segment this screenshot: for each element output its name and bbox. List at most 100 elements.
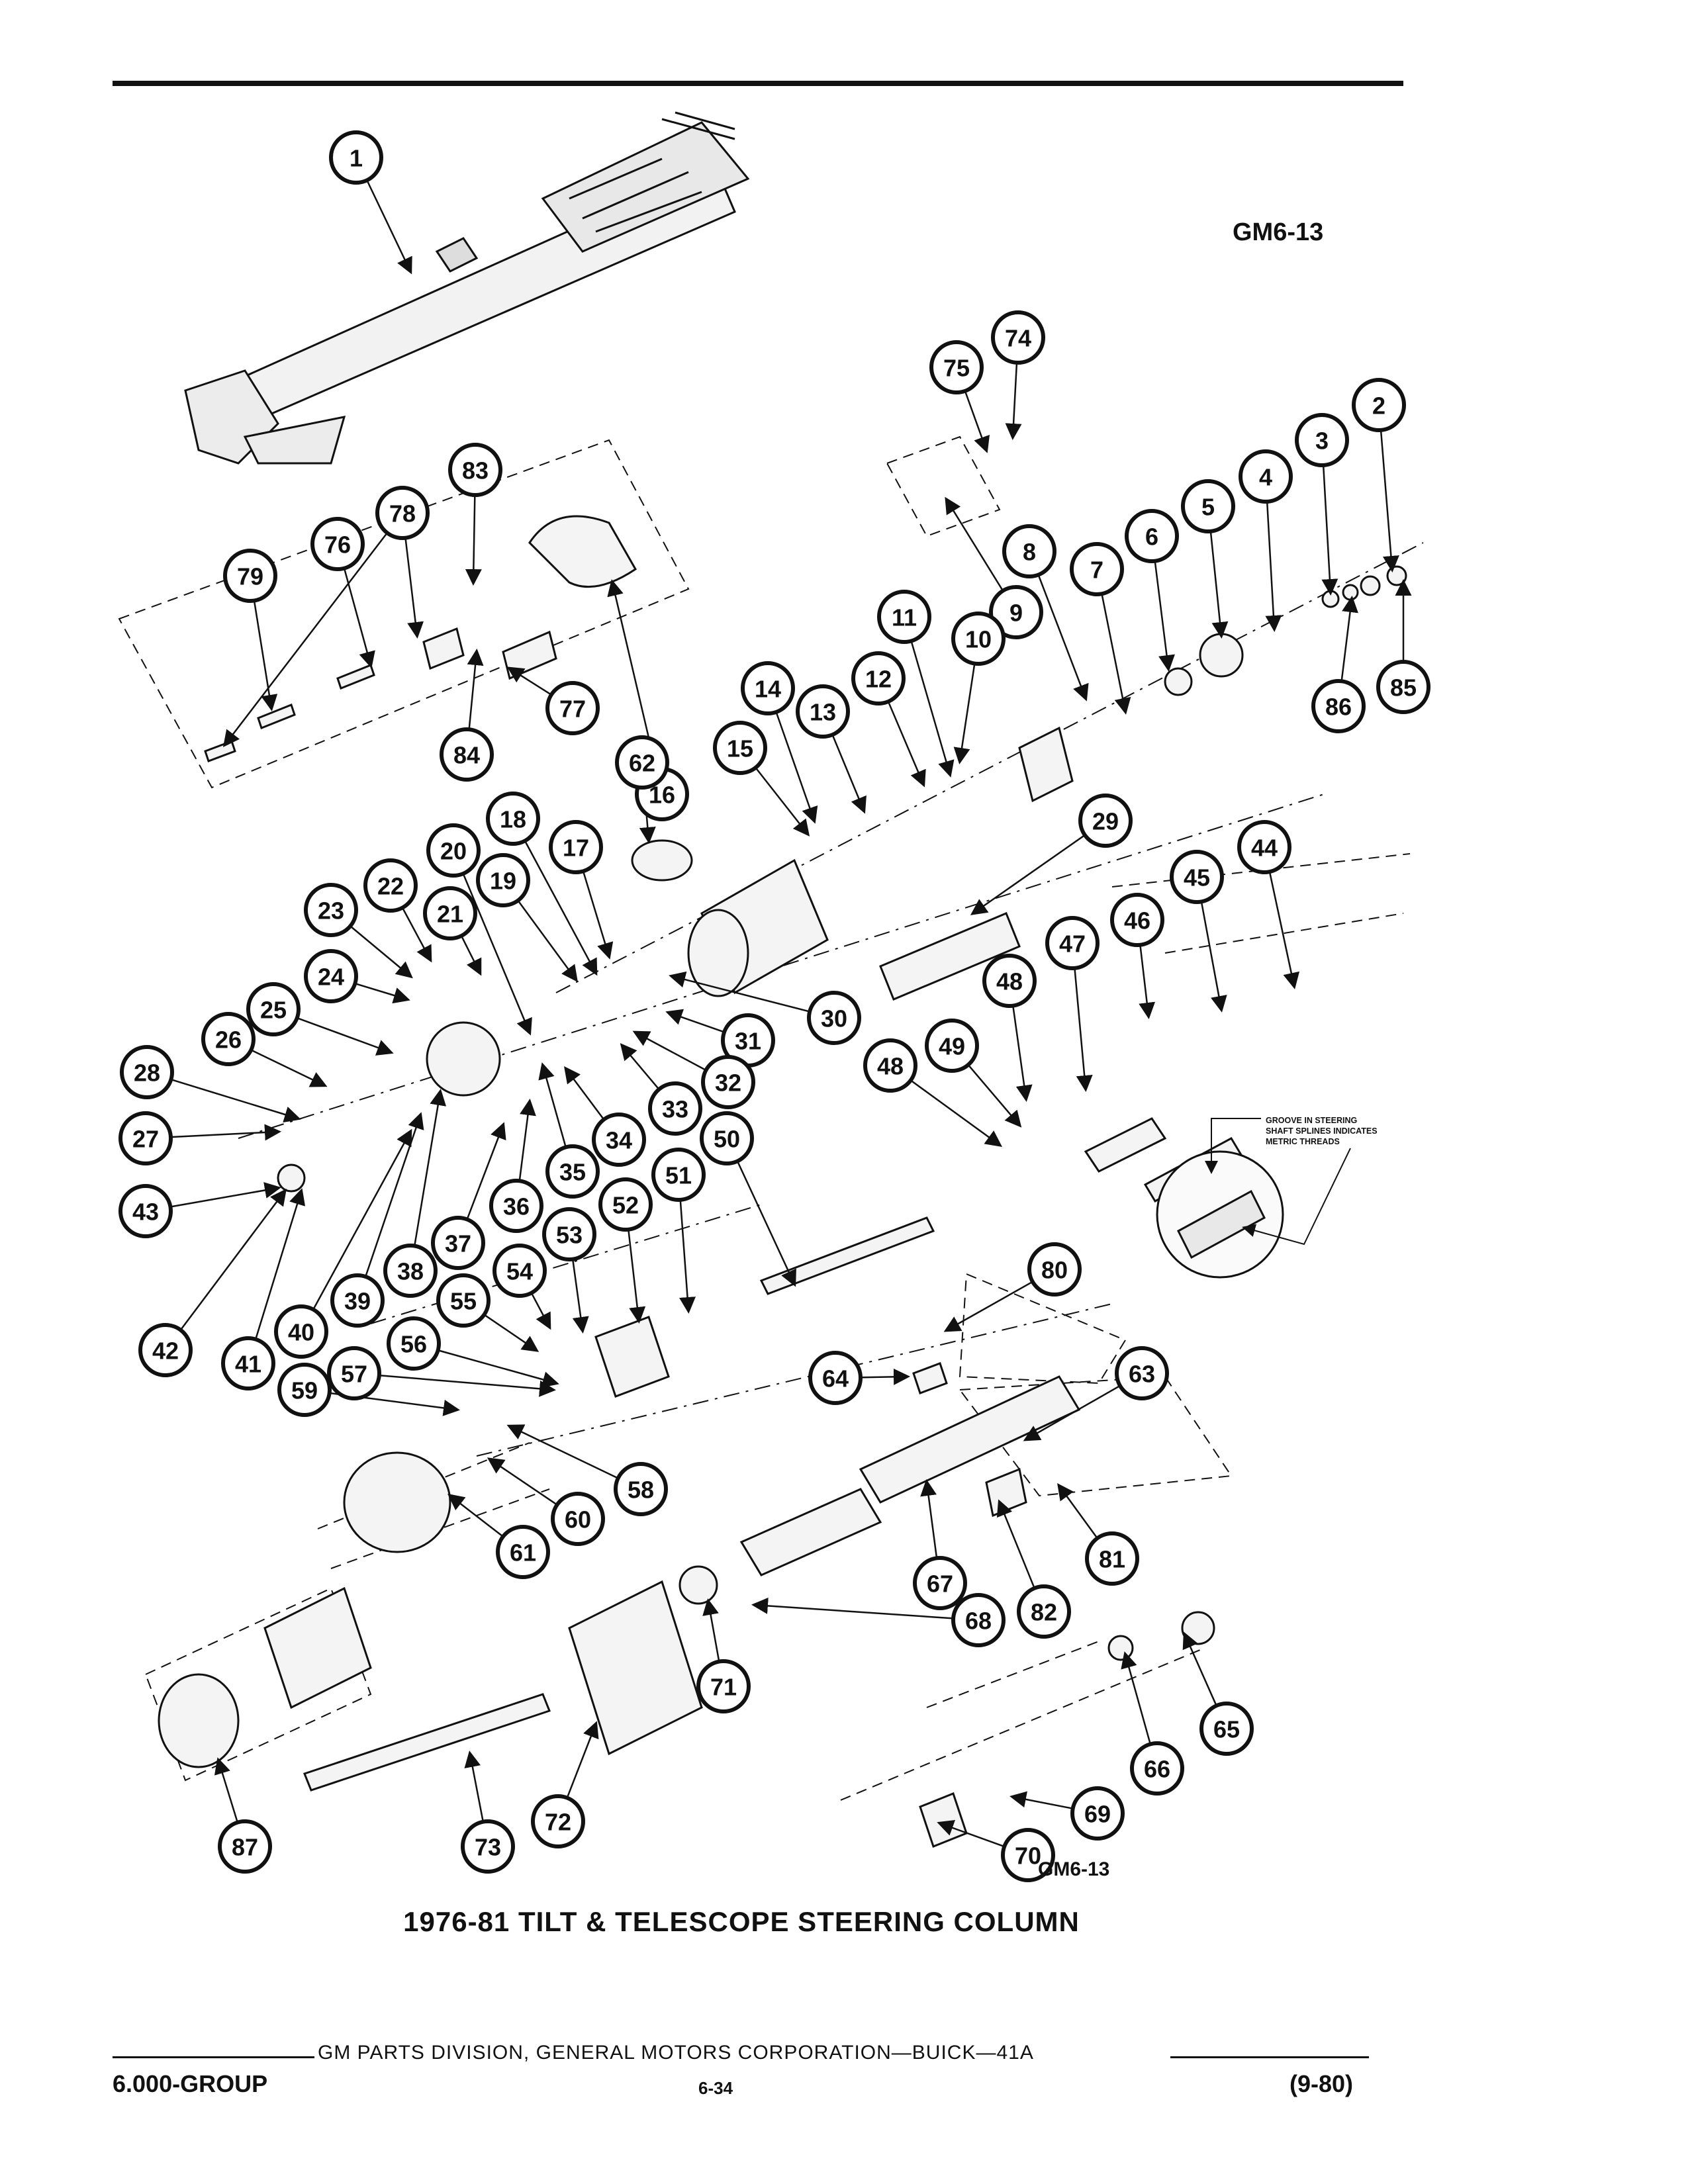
- callout-balloon: 52: [598, 1177, 653, 1232]
- leader-line: [463, 874, 532, 1036]
- leader-line: [1012, 1007, 1033, 1102]
- callout-balloon: 85: [1376, 660, 1430, 714]
- callout-circle: [492, 1244, 547, 1298]
- callout-number: 9: [1009, 600, 1023, 627]
- callout-number: 7: [1090, 557, 1103, 584]
- callout-circle: [615, 735, 669, 790]
- leader-line: [1057, 1482, 1098, 1538]
- callout-balloon: 54: [492, 1244, 547, 1298]
- leader-line: [911, 1080, 1003, 1147]
- leader-line: [506, 1424, 618, 1479]
- callout-circle: [598, 1177, 653, 1232]
- callout-balloon: 18: [486, 792, 540, 846]
- note-line-2: SHAFT SPLINES INDICATES: [1266, 1126, 1378, 1136]
- callout-balloon: 15: [713, 721, 767, 775]
- callout-number: 82: [1031, 1599, 1057, 1626]
- leader-line: [344, 569, 375, 668]
- callout-number: 11: [892, 604, 917, 631]
- leader-line: [313, 1128, 412, 1309]
- leader-line: [943, 1281, 1032, 1332]
- top-rule: [113, 81, 1403, 86]
- leader-line: [1023, 1385, 1119, 1441]
- callout-balloon: 14: [741, 661, 795, 715]
- callout-balloon: 4: [1239, 449, 1293, 504]
- callout-balloon: 20: [426, 823, 481, 878]
- callout-balloon: 39: [330, 1273, 385, 1328]
- leader-line: [402, 908, 432, 963]
- callout-number: 4: [1259, 464, 1272, 491]
- leader-line: [1009, 1791, 1072, 1809]
- leader-line: [538, 1062, 567, 1146]
- callout-number: 71: [710, 1674, 737, 1701]
- callout-number: 52: [612, 1192, 639, 1219]
- callout-number: 86: [1325, 694, 1352, 721]
- callout-number: 45: [1184, 864, 1210, 891]
- callout-circle: [330, 1273, 385, 1328]
- callout-circle: [246, 982, 301, 1036]
- callout-number: 22: [377, 873, 404, 900]
- callout-number: 77: [559, 696, 586, 723]
- leader-line: [487, 1457, 557, 1505]
- callout-number: 26: [215, 1026, 242, 1054]
- callout-number: 65: [1213, 1716, 1240, 1743]
- callout-circle: [614, 1462, 668, 1516]
- callout-circle: [808, 1351, 863, 1405]
- leader-line: [298, 1017, 394, 1056]
- footer-corporation: GM PARTS DIVISION, GENERAL MOTORS CORPOR…: [318, 2042, 1034, 2064]
- metric-thread-detail: GROOVE IN STEERING SHAFT SPLINES INDICAT…: [1156, 1116, 1378, 1279]
- callout-balloon: 57: [327, 1346, 381, 1400]
- leader-line: [350, 926, 413, 979]
- callout-number: 19: [490, 868, 516, 895]
- callout-number: 14: [755, 676, 781, 703]
- leader-line: [937, 1820, 1004, 1847]
- callout-balloon: 29: [1078, 794, 1133, 848]
- callout-circle: [387, 1316, 441, 1371]
- callout-circle: [277, 1363, 332, 1417]
- callout-circle: [223, 549, 277, 603]
- callout-circle: [796, 684, 850, 739]
- callout-number: 67: [927, 1570, 953, 1598]
- callout-number: 61: [510, 1539, 536, 1567]
- leader-line: [583, 872, 614, 960]
- callout-balloon: 60: [551, 1492, 605, 1546]
- leader-line: [171, 1079, 301, 1123]
- leader-line: [1340, 596, 1358, 680]
- leader-line: [531, 1293, 551, 1330]
- callout-balloon: 71: [696, 1659, 751, 1713]
- leader-line: [572, 1260, 589, 1334]
- callout-number: 17: [563, 835, 589, 862]
- callout-circle: [383, 1244, 438, 1298]
- callout-balloon: 44: [1237, 820, 1291, 874]
- callout-circle: [1181, 479, 1235, 533]
- callout-circle: [120, 1045, 174, 1099]
- callout-circle: [1125, 509, 1179, 563]
- callout-balloon: 79: [223, 549, 277, 603]
- callout-number: 13: [810, 699, 836, 726]
- callout-balloon: 67: [913, 1556, 967, 1610]
- callout-balloon: 8: [1002, 524, 1056, 578]
- callout-circle: [592, 1113, 646, 1167]
- callout-balloon: 9: [989, 585, 1043, 639]
- callout-balloon: 27: [118, 1111, 173, 1165]
- callout-number: 63: [1129, 1361, 1155, 1388]
- callout-circle: [426, 823, 481, 878]
- callout-number: 75: [943, 355, 970, 382]
- callout-circle: [877, 590, 931, 644]
- leader-line: [996, 1499, 1035, 1588]
- callout-circle: [304, 949, 358, 1003]
- callout-balloon: 58: [614, 1462, 668, 1516]
- callout-number: 55: [450, 1288, 477, 1315]
- leader-line: [945, 496, 1004, 590]
- callout-number: 70: [1015, 1843, 1041, 1870]
- callout-circle: [531, 1794, 585, 1848]
- callout-number: 66: [1144, 1756, 1170, 1783]
- callout-circle: [951, 1593, 1006, 1647]
- callout-balloon: 36: [489, 1179, 543, 1233]
- figure-code-top: GM6-13: [1233, 218, 1324, 246]
- leader-line: [380, 1375, 556, 1397]
- part-sketches: [158, 515, 1407, 1848]
- page-title: 1976-81 TILT & TELESCOPE STEERING COLUMN: [403, 1906, 1080, 1937]
- callout-group: 1234567891011121314151617181920212223242…: [118, 130, 1430, 1882]
- callout-circle: [1078, 794, 1133, 848]
- callout-number: 8: [1023, 539, 1036, 566]
